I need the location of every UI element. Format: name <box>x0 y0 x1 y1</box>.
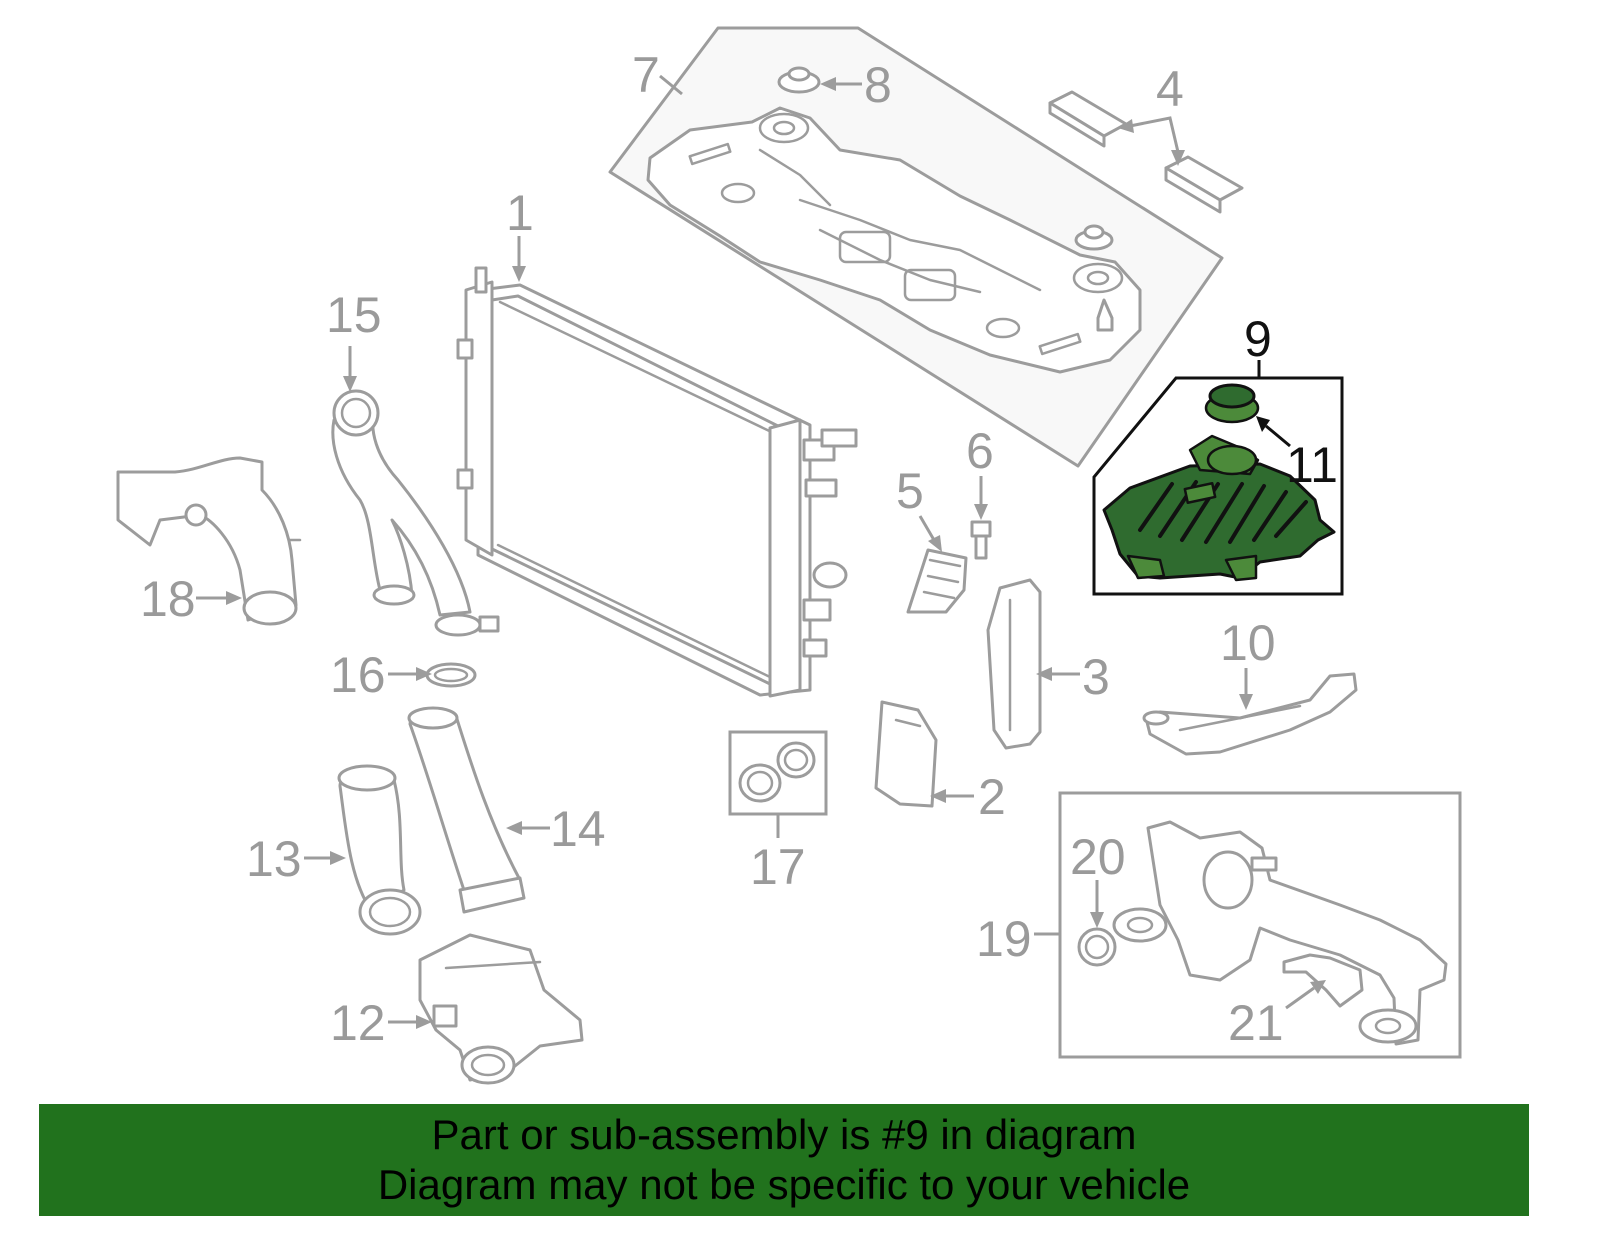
part-17-gaskets <box>728 730 828 816</box>
part-10-bracket <box>1142 672 1358 756</box>
part-12-housing <box>418 933 584 1085</box>
callout-14: 14 <box>550 801 606 857</box>
part-2-shield <box>874 700 938 808</box>
callout-15: 15 <box>326 287 382 343</box>
part-5-bracket <box>906 548 968 614</box>
part-9-reservoir-group <box>1092 376 1344 596</box>
part-9-reservoir <box>1102 434 1336 582</box>
callout-8: 8 <box>864 57 892 113</box>
part-9-frame <box>1092 376 1344 596</box>
footer-line-1: Part or sub-assembly is #9 in diagram <box>431 1111 1137 1158</box>
part-13-hose <box>337 764 422 936</box>
part-16-oring <box>425 662 477 688</box>
part-11-cap <box>1204 383 1260 424</box>
callout-9: 9 <box>1244 311 1272 367</box>
callout-7: 7 <box>632 47 660 103</box>
part-3-deflector <box>986 578 1042 750</box>
footer-line-2: Diagram may not be specific to your vehi… <box>377 1161 1191 1208</box>
callout-labels: 1 2 3 4 5 6 7 8 9 10 11 12 13 14 15 16 1… <box>140 47 1338 1051</box>
callout-10: 10 <box>1220 615 1276 671</box>
part-4-pads <box>1048 90 1244 214</box>
callout-2: 2 <box>978 769 1006 825</box>
callout-11: 11 <box>1286 437 1338 493</box>
callout-3: 3 <box>1082 649 1110 705</box>
callout-17: 17 <box>750 839 806 895</box>
callout-21: 21 <box>1228 995 1284 1051</box>
callout-6: 6 <box>966 423 994 479</box>
callout-5: 5 <box>896 463 924 519</box>
part-14-hose <box>407 706 526 914</box>
part-18-pipe <box>116 456 302 626</box>
part-1-radiator <box>456 266 858 698</box>
leader-lines <box>196 74 1326 1029</box>
callout-19: 19 <box>976 911 1032 967</box>
callout-4: 4 <box>1156 61 1184 117</box>
part-15-hose <box>331 389 500 637</box>
callout-16: 16 <box>330 647 386 703</box>
part-6-bolt <box>970 520 992 560</box>
footer-banner: Part or sub-assembly is #9 in diagram Di… <box>39 1104 1529 1216</box>
part-7-upper-panel <box>608 26 1224 468</box>
part-8-grommet <box>777 66 1114 251</box>
callout-20: 20 <box>1070 829 1126 885</box>
callout-1: 1 <box>506 185 534 241</box>
callout-13: 13 <box>246 831 302 887</box>
callout-18: 18 <box>140 571 196 627</box>
callout-12: 12 <box>330 995 386 1051</box>
